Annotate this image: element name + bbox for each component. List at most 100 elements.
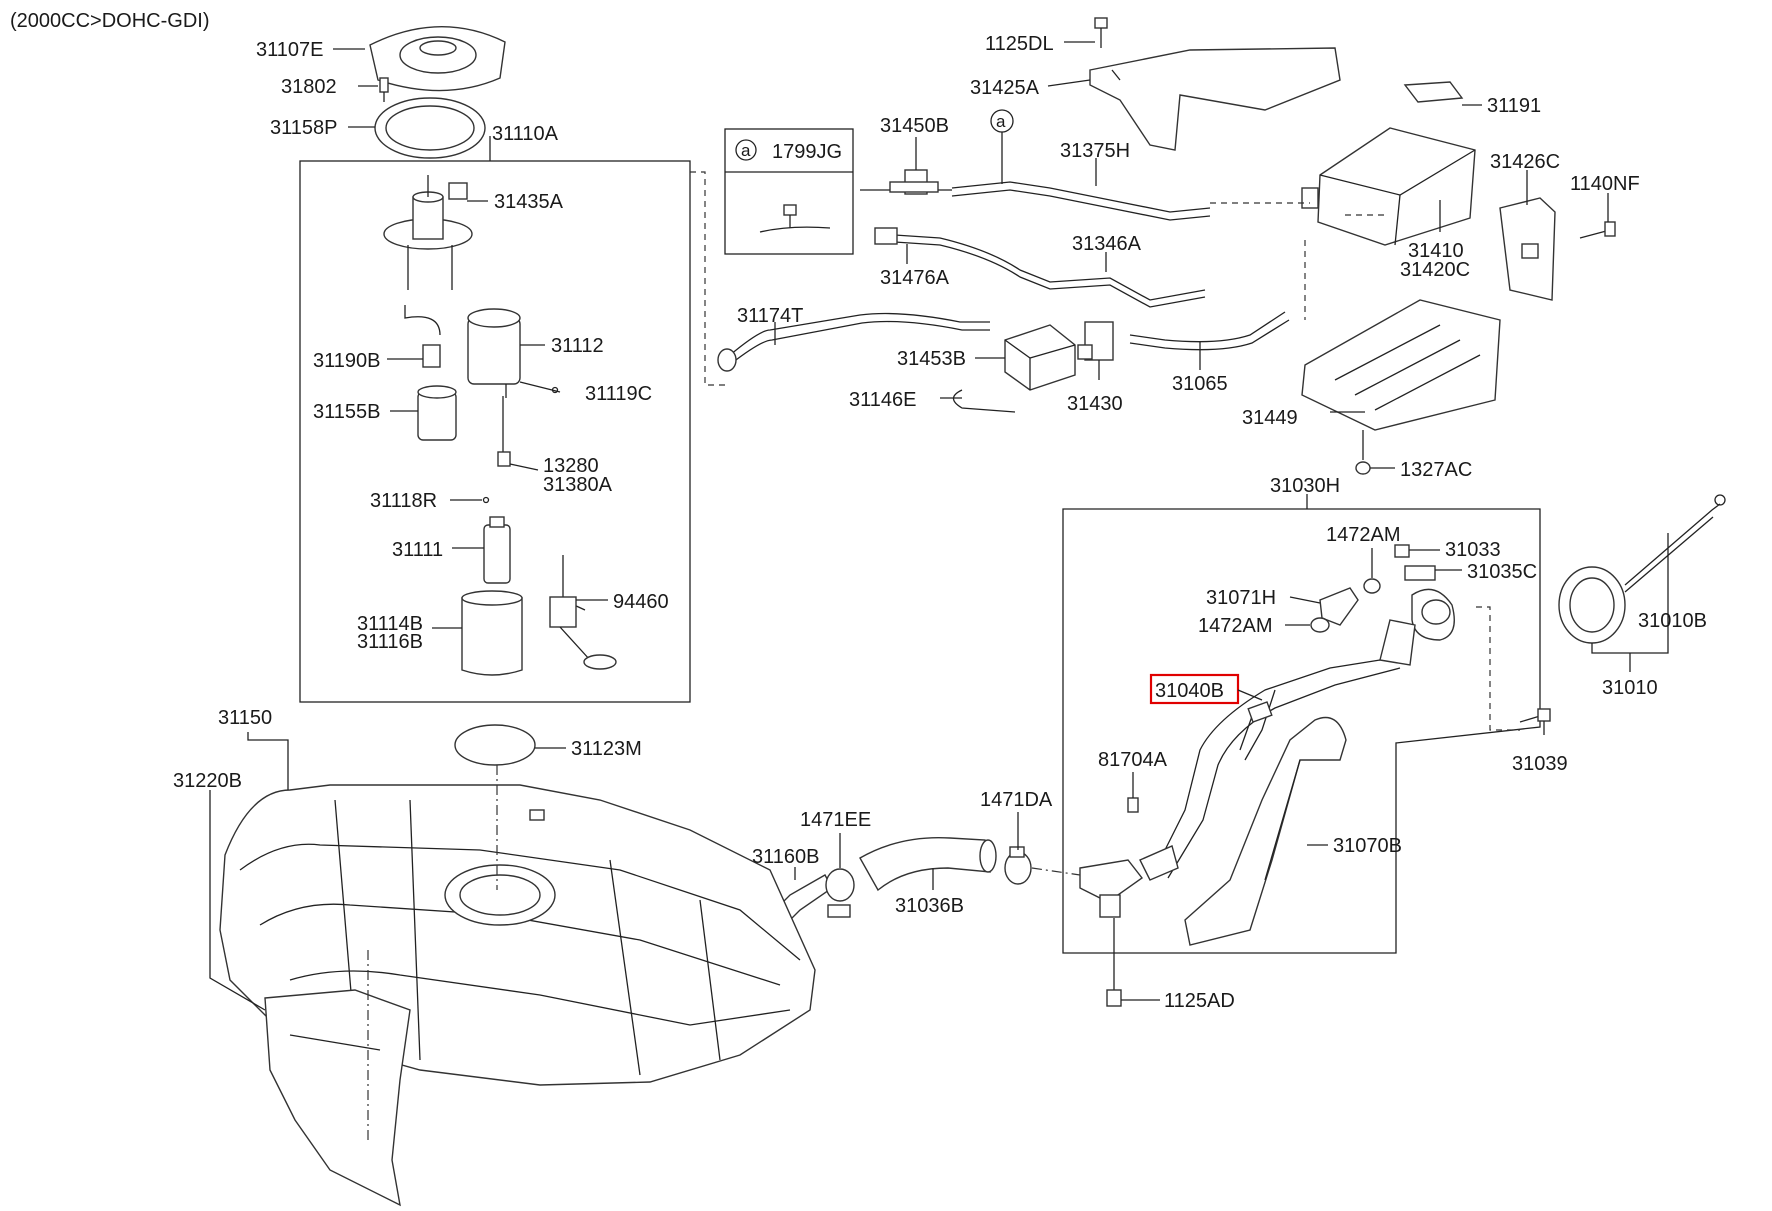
inset-detail-box bbox=[724, 128, 854, 255]
label-31450B[interactable]: 31450B bbox=[880, 115, 949, 137]
shield-31220B bbox=[264, 989, 411, 1207]
filter-31112 bbox=[467, 308, 521, 398]
bracket-31426C bbox=[1499, 197, 1556, 301]
plate-31107E bbox=[369, 26, 506, 92]
label-31110A[interactable]: 31110A bbox=[492, 123, 559, 145]
label-31380A[interactable]: 31380A bbox=[543, 474, 613, 496]
bracket-31425A bbox=[1089, 47, 1341, 151]
inset-marker: a bbox=[741, 141, 751, 160]
block-31191 bbox=[1403, 81, 1464, 103]
filler-neck-group-box bbox=[1062, 508, 1541, 954]
clip-1799JG bbox=[759, 204, 831, 233]
label-31111[interactable]: 31111 bbox=[392, 539, 443, 561]
label-1472AM-b[interactable]: 1472AM bbox=[1198, 615, 1273, 637]
line-31346A bbox=[879, 233, 1206, 301]
label-1140NF[interactable]: 1140NF bbox=[1570, 173, 1640, 195]
label-31070B[interactable]: 31070B bbox=[1333, 835, 1402, 857]
label-31039[interactable]: 31039 bbox=[1512, 753, 1568, 775]
clamp-1472AM-mid bbox=[1310, 617, 1330, 633]
label-31035C[interactable]: 31035C bbox=[1467, 561, 1537, 583]
label-1471EE[interactable]: 1471EE bbox=[800, 809, 871, 831]
label-31155B[interactable]: 31155B bbox=[313, 401, 380, 423]
label-31036B[interactable]: 31036B bbox=[895, 895, 964, 917]
label-1327AC[interactable]: 1327AC bbox=[1400, 459, 1472, 481]
ring-31158P bbox=[374, 97, 486, 159]
label-31160B[interactable]: 31160B bbox=[752, 846, 819, 868]
label-31430[interactable]: 31430 bbox=[1067, 393, 1123, 415]
label-31030H[interactable]: 31030H bbox=[1270, 475, 1340, 497]
label-81704A[interactable]: 81704A bbox=[1098, 749, 1168, 771]
label-31174T[interactable]: 31174T bbox=[737, 305, 803, 327]
bolt-1140NF bbox=[1579, 221, 1616, 239]
label-31146E[interactable]: 31146E bbox=[849, 389, 916, 411]
label-31220B[interactable]: 31220B bbox=[173, 770, 242, 792]
label-31449[interactable]: 31449 bbox=[1242, 407, 1298, 429]
pump-31111 bbox=[483, 516, 511, 584]
label-31010[interactable]: 31010 bbox=[1602, 677, 1658, 699]
label-31150[interactable]: 31150 bbox=[218, 707, 272, 729]
clamp-1471EE bbox=[825, 868, 855, 918]
label-31123M[interactable]: 31123M bbox=[571, 738, 642, 760]
label-31158P[interactable]: 31158P bbox=[270, 117, 337, 139]
label-31071H[interactable]: 31071H bbox=[1206, 587, 1276, 609]
label-31346A[interactable]: 31346A bbox=[1072, 233, 1142, 255]
label-31010B[interactable]: 31010B bbox=[1638, 610, 1707, 632]
ring-31123M bbox=[454, 724, 536, 766]
hose-31071H bbox=[1319, 587, 1359, 626]
connector-31476A bbox=[874, 227, 898, 245]
inset-part-1799JG: 1799JG bbox=[772, 141, 842, 163]
screw-31039 bbox=[1519, 708, 1551, 723]
label-1125AD[interactable]: 1125AD bbox=[1164, 990, 1235, 1012]
clamp-1472AM-top bbox=[1363, 578, 1381, 594]
label-31191[interactable]: 31191 bbox=[1487, 95, 1541, 117]
pump-module-group-box bbox=[299, 160, 691, 703]
label-31453B[interactable]: 31453B bbox=[897, 348, 966, 370]
line-31174T bbox=[729, 312, 990, 356]
fuel-cap-31010 bbox=[1558, 494, 1726, 644]
fitting-81704A bbox=[1127, 790, 1139, 813]
label-31426C[interactable]: 31426C bbox=[1490, 151, 1560, 173]
highlight-box-31040B[interactable] bbox=[1149, 673, 1240, 705]
label-31040B[interactable]: 31040B bbox=[1155, 680, 1224, 702]
label-31476A[interactable]: 31476A bbox=[880, 267, 950, 289]
label-31420C[interactable]: 31420C bbox=[1400, 259, 1470, 281]
label-13280[interactable]: 13280 bbox=[543, 455, 599, 477]
label-31112[interactable]: 31112 bbox=[551, 335, 604, 357]
nut-1327AC bbox=[1355, 430, 1371, 475]
gasket-31035C bbox=[1411, 588, 1455, 641]
valve-31453B bbox=[1004, 324, 1076, 391]
bolt-1125AD bbox=[1106, 918, 1122, 1007]
hose-31065 bbox=[1129, 311, 1286, 343]
line-31375H bbox=[951, 181, 1211, 213]
filler-neck-31040B bbox=[1154, 619, 1416, 879]
label-31119C[interactable]: 31119C bbox=[585, 383, 652, 405]
label-31118R[interactable]: 31118R bbox=[370, 490, 437, 512]
valve-31450B bbox=[889, 169, 939, 195]
label-31375H[interactable]: 31375H bbox=[1060, 140, 1130, 162]
label-94460[interactable]: 94460 bbox=[613, 591, 669, 613]
label-31033[interactable]: 31033 bbox=[1445, 539, 1501, 561]
tray-31449 bbox=[1301, 299, 1501, 431]
label-1472AM-a[interactable]: 1472AM bbox=[1326, 524, 1401, 546]
label-31114B[interactable]: 31114B bbox=[357, 613, 423, 635]
screw-31802 bbox=[379, 77, 389, 102]
label-1125DL[interactable]: 1125DL bbox=[985, 33, 1054, 55]
label-31190B[interactable]: 31190B bbox=[313, 350, 380, 372]
sender-94460 bbox=[549, 555, 617, 670]
label-31065[interactable]: 31065 bbox=[1172, 373, 1228, 395]
valve-31430 bbox=[1077, 321, 1114, 361]
fitting-31035C bbox=[1404, 565, 1436, 581]
pump-flange bbox=[383, 175, 473, 290]
label-31116B[interactable]: 31116B bbox=[357, 631, 423, 653]
label-31410[interactable]: 31410 bbox=[1408, 240, 1464, 262]
label-31107E[interactable]: 31107E bbox=[256, 39, 323, 61]
hose-31036B bbox=[859, 836, 997, 892]
label-1471DA[interactable]: 1471DA bbox=[980, 789, 1053, 811]
engine-spec-label: (2000CC>DOHC-GDI) bbox=[10, 10, 209, 32]
label-31802[interactable]: 31802 bbox=[281, 76, 337, 98]
label-31425A[interactable]: 31425A bbox=[970, 77, 1040, 99]
fitting-13280 bbox=[497, 396, 511, 467]
callout-marker: a bbox=[996, 112, 1006, 131]
label-31435A[interactable]: 31435A bbox=[494, 191, 564, 213]
